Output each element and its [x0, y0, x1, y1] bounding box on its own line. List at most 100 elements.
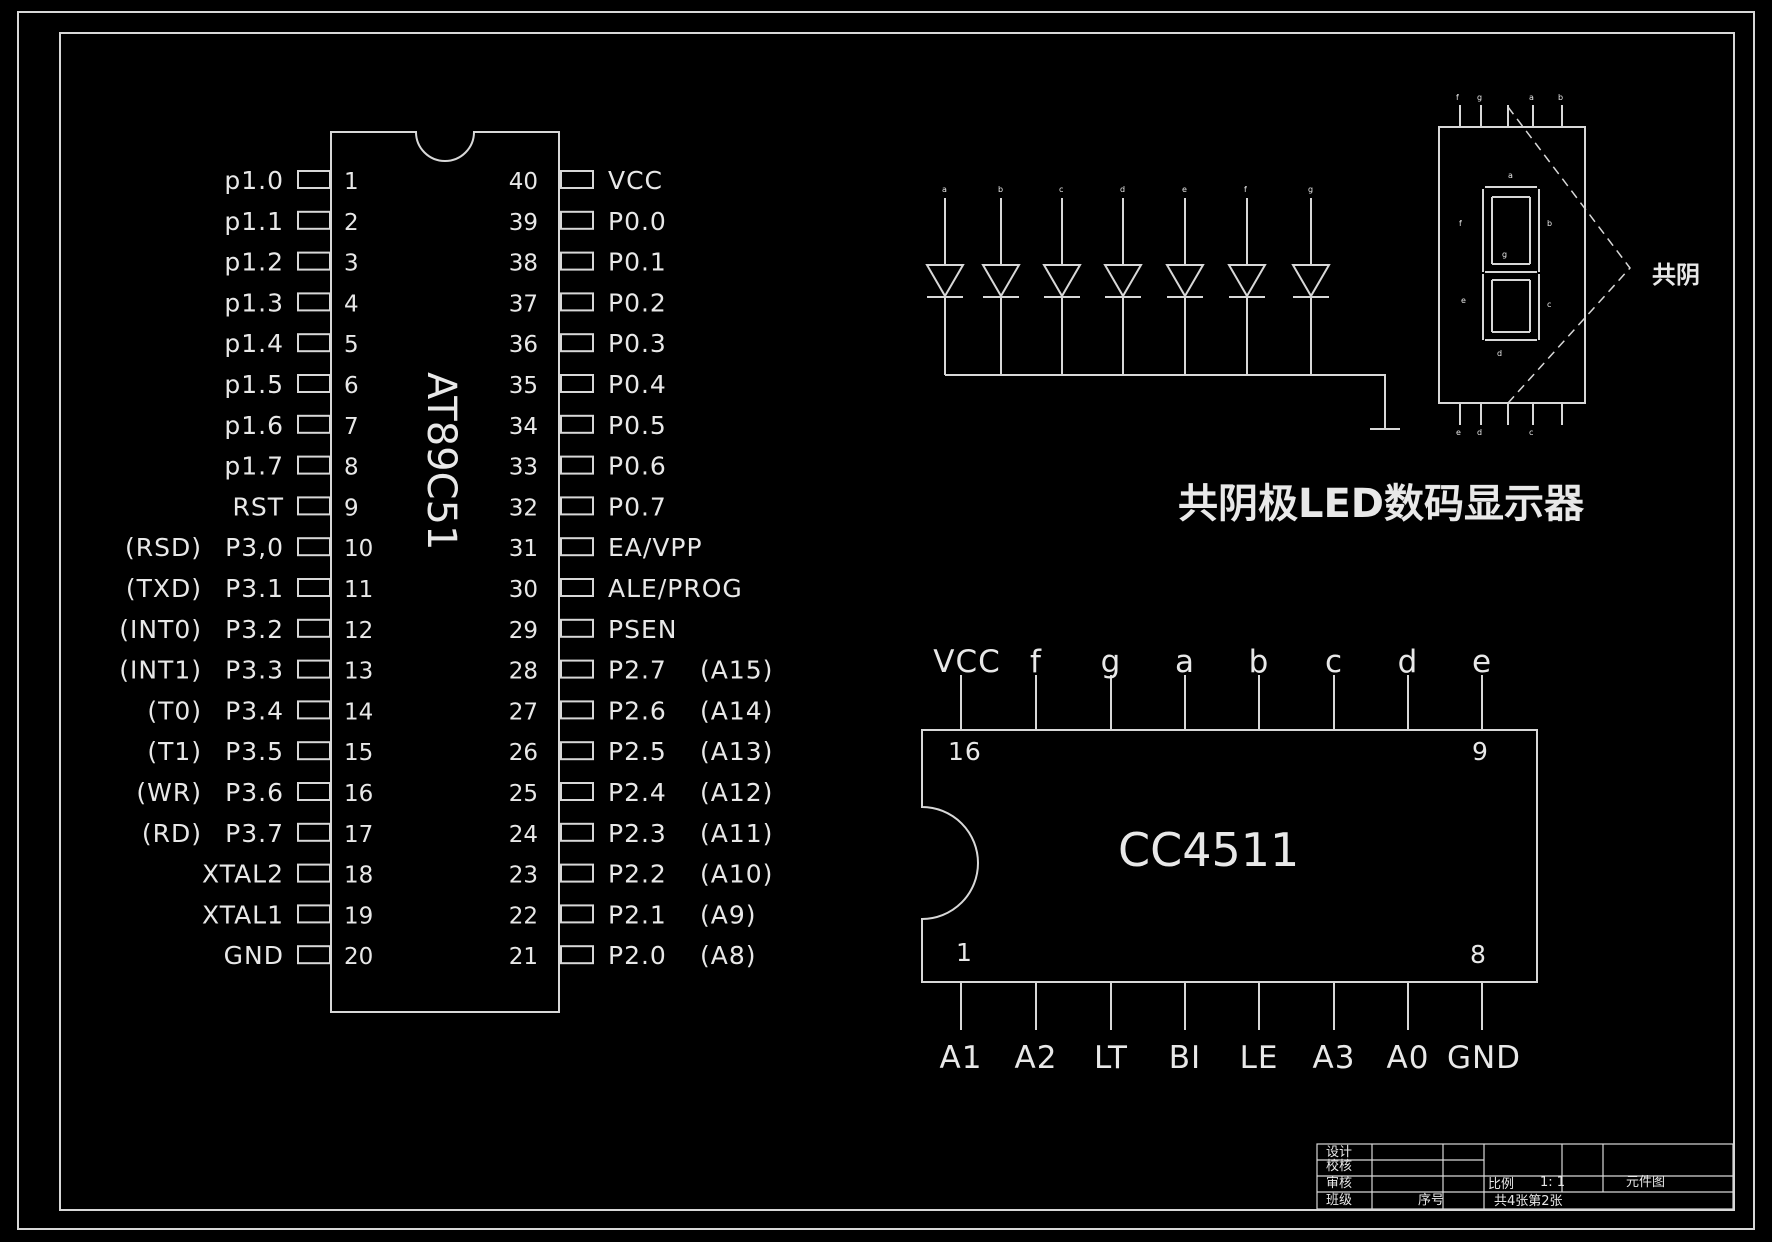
decoder-bottom-pin-label: A0 [1387, 1040, 1430, 1076]
mcu-pin-number: 23 [509, 863, 538, 889]
mcu-pin-name: P3.2 [225, 615, 284, 644]
mcu-pin-alt: (A8) [700, 941, 757, 970]
decoder-pin1-number: 1 [956, 938, 973, 967]
mcu-pin-number: 18 [344, 863, 373, 889]
mcu-pin-26-pad [560, 741, 594, 761]
mcu-pin-name: p1.1 [224, 207, 284, 236]
mcu-left-pins: 1p1.02p1.13p1.24p1.35p1.46p1.57p1.68p1.7… [119, 166, 373, 970]
mcu-pin-name: PSEN [608, 615, 677, 644]
diode-label: b [998, 185, 1003, 194]
decoder-pin16-number: 16 [948, 737, 982, 766]
mcu-pin-alt: (RD) [142, 819, 202, 848]
segment-f-label: f [1459, 219, 1462, 228]
common-cathode-pointer [1507, 106, 1631, 404]
decoder-pin9-number: 9 [1472, 737, 1489, 766]
decoder-bottom-pin-label: A3 [1313, 1040, 1356, 1076]
mcu-pin-number: 15 [344, 740, 373, 766]
common-wire [945, 374, 1386, 428]
mcu-pin-number: 33 [509, 455, 538, 481]
mcu-pin-alt: (A13) [700, 737, 773, 766]
mcu-pin-name: p1.2 [224, 248, 284, 277]
mcu-pin-name: P0.6 [608, 452, 667, 481]
mcu-pin-name: EA/VPP [608, 533, 703, 562]
segment-e-label: e [1461, 296, 1466, 305]
mcu-pin-number: 1 [344, 169, 359, 195]
mcu-pin-name: P3.3 [225, 656, 284, 685]
mcu-pin-number: 25 [509, 781, 538, 807]
mcu-pin-34-pad [560, 414, 594, 434]
at89c51-chip: AT89C51 1p1.02p1.13p1.24p1.35p1.46p1.57p… [119, 131, 773, 1013]
diode-triangle [1291, 264, 1331, 298]
mcu-pin-number: 28 [509, 659, 538, 685]
display-top-pin-2: g [1477, 93, 1482, 102]
mcu-pin-number: 32 [509, 495, 538, 521]
mcu-pin-29-pad [560, 618, 594, 638]
mcu-pin-18-pad [297, 863, 331, 883]
mcu-body [330, 131, 560, 1013]
decoder-top-pin-label: f [1030, 644, 1042, 680]
mcu-pin-name: p1.4 [224, 329, 284, 358]
mcu-pin-number: 3 [344, 251, 359, 277]
mcu-pin-alt: (T1) [147, 737, 202, 766]
mcu-pin-name: P0.1 [608, 248, 667, 277]
mcu-pin-name: P0.7 [608, 492, 667, 521]
segment-a-label: a [1508, 171, 1513, 180]
decoder-top-pin-label: c [1325, 644, 1343, 680]
decoder-bottom-pin-label: A2 [1015, 1040, 1058, 1076]
mcu-pin-alt: (INT0) [119, 615, 202, 644]
mcu-pin-name: P2.1 [608, 900, 667, 929]
diode-triangle [925, 264, 965, 298]
mcu-pin-number: 19 [344, 903, 373, 929]
outer-border [17, 11, 1755, 1230]
mcu-pin-name: P2.2 [608, 860, 667, 889]
mcu-pin-name: GND [224, 941, 284, 970]
title-scale-value: 1: 1 [1540, 1175, 1565, 1190]
mcu-pin-alt: (A11) [700, 819, 773, 848]
mcu-pin-number: 10 [344, 536, 373, 562]
mcu-pin-number: 2 [344, 210, 359, 236]
title-seq: 序号 [1418, 1193, 1444, 1208]
mcu-pin-number: 21 [509, 944, 538, 970]
common-cathode-label: 共阴 [1652, 261, 1700, 289]
mcu-pin-37-pad [560, 292, 594, 312]
mcu-pin-alt: (RSD) [125, 533, 202, 562]
mcu-pin-name: P0.0 [608, 207, 667, 236]
decoder-body [921, 729, 1538, 983]
mcu-pin-20-pad [297, 945, 331, 965]
mcu-pin-alt: (WR) [136, 778, 202, 807]
decoder-top-pin-label: e [1472, 644, 1492, 680]
segment-c-label: c [1547, 300, 1551, 309]
mcu-pin-number: 29 [509, 618, 538, 644]
mcu-pin-19-pad [297, 904, 331, 924]
mcu-pin-number: 11 [344, 577, 373, 603]
segment-d-label: d [1497, 349, 1502, 358]
diode-triangle [1227, 264, 1267, 298]
mcu-pin-30-pad [560, 578, 594, 597]
mcu-pin-8-pad [297, 455, 331, 475]
mcu-pin-28-pad [560, 659, 594, 679]
title-block [1316, 1143, 1734, 1210]
diode-label: d [1120, 185, 1125, 194]
mcu-pin-number: 35 [509, 373, 538, 399]
mcu-pin-name: P2.3 [608, 819, 667, 848]
mcu-pin-name: P3.7 [225, 819, 284, 848]
mcu-pin-13-pad [297, 659, 331, 679]
mcu-pin-40-pad [560, 170, 594, 189]
mcu-pin-38-pad [560, 251, 594, 271]
decoder-bottom-pin-label: LE [1240, 1040, 1279, 1076]
mcu-pin-number: 20 [344, 944, 373, 970]
diode-triangle [1165, 264, 1205, 298]
mcu-pin-number: 31 [509, 536, 538, 562]
diode-label: c [1059, 185, 1063, 194]
mcu-pin-1-pad [297, 170, 331, 189]
decoder-bottom-pin-label: LT [1094, 1040, 1128, 1076]
mcu-pin-name: P3.1 [225, 574, 284, 603]
mcu-pin-39-pad [560, 210, 594, 230]
mcu-pin-name: P0.2 [608, 288, 667, 317]
mcu-pin-name: p1.3 [224, 288, 284, 317]
mcu-pin-number: 6 [344, 373, 359, 399]
mcu-pin-33-pad [560, 455, 594, 475]
